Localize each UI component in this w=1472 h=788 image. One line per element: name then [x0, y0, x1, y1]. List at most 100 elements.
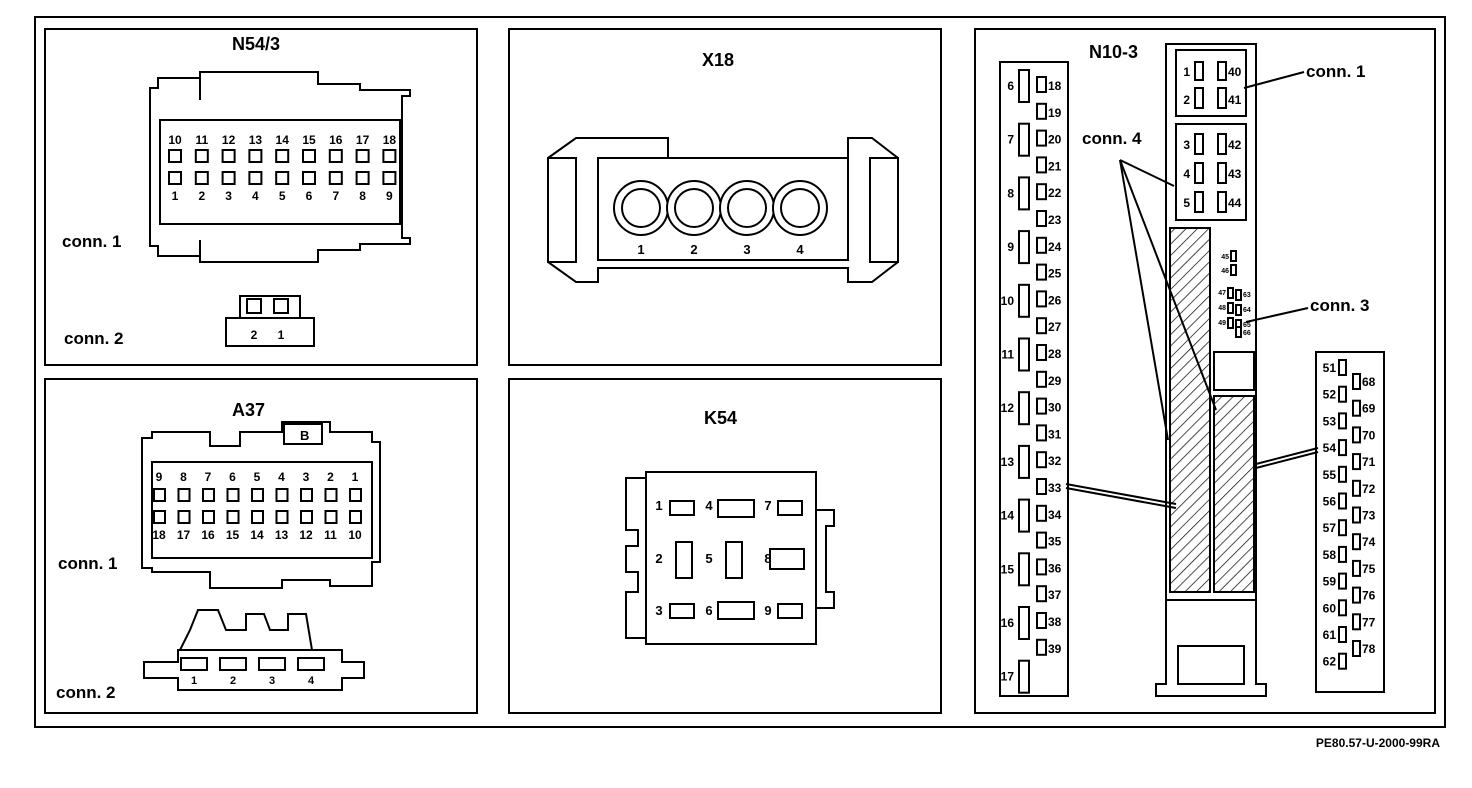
pin-cavity — [275, 149, 290, 163]
pin-label: 14 — [1001, 509, 1015, 523]
pin-cavity — [1036, 531, 1047, 549]
pin-cavity — [1036, 451, 1047, 469]
n10-3-conn4-label: conn. 4 — [1082, 129, 1142, 148]
pin-label: 42 — [1228, 138, 1242, 152]
pin-cavity — [1352, 613, 1361, 631]
pin-label: 11 — [324, 528, 337, 542]
pin-label: 35 — [1048, 535, 1062, 549]
pin-label: 4 — [278, 470, 285, 484]
pin-cavity — [251, 510, 264, 524]
pin-label: 1 — [191, 675, 197, 687]
pin-label: 53 — [1323, 414, 1337, 428]
pin-cavity — [1018, 69, 1030, 103]
pin-label: 72 — [1362, 482, 1376, 496]
pin-cavity — [1235, 326, 1242, 338]
pin-label: 9 — [1007, 240, 1014, 254]
pin-label: 30 — [1048, 401, 1062, 415]
n54-3-conn2-label: conn. 2 — [64, 329, 124, 348]
pin-cavity — [355, 149, 370, 163]
pin-label: 18 — [383, 133, 397, 147]
pin-cavity — [1338, 492, 1347, 510]
pin-cavity — [221, 149, 236, 163]
pin-cavity — [202, 510, 215, 524]
pin-label: 20 — [1048, 133, 1062, 147]
pin-label: 2 — [251, 328, 258, 342]
pin-cavity — [1217, 87, 1227, 109]
pin-cavity — [168, 171, 182, 185]
pin-cavity — [777, 500, 803, 516]
pin-label: 10 — [168, 133, 182, 147]
pin-cavity — [717, 601, 755, 620]
pin-label: 68 — [1362, 375, 1376, 389]
pin-label: 5 — [705, 551, 712, 566]
pin-label: 15 — [302, 133, 316, 147]
pin-cavity — [324, 488, 338, 502]
panel-k54 — [508, 378, 942, 714]
pin-cavity — [1036, 129, 1047, 147]
a37-title: A37 — [232, 400, 266, 420]
pin-label: 2 — [327, 470, 334, 484]
n54-3-title: N54/3 — [232, 34, 281, 54]
pin-label: 6 — [306, 189, 313, 203]
pin-cavity — [382, 149, 397, 163]
pin-label: 62 — [1323, 655, 1337, 669]
pin-label: 40 — [1228, 65, 1242, 79]
pin-label: 76 — [1362, 589, 1376, 603]
pin-label: 7 — [764, 498, 771, 513]
pin-cavity — [153, 510, 166, 524]
pin-socket-inner — [621, 188, 661, 228]
pin-cavity — [1036, 504, 1047, 522]
pin-cavity — [324, 510, 338, 524]
pin-cavity — [1036, 478, 1047, 495]
pin-cavity — [1217, 191, 1227, 213]
pin-cavity — [1036, 317, 1047, 335]
pin-label: 7 — [1007, 133, 1014, 147]
pin-cavity — [226, 488, 240, 502]
pin-cavity — [1338, 465, 1347, 483]
pin-label: 4 — [705, 498, 713, 513]
pin-cavity — [302, 149, 316, 163]
pin-cavity — [1194, 162, 1204, 184]
panel-x18 — [508, 28, 942, 366]
pin-label: 61 — [1323, 628, 1337, 642]
pin-socket-inner — [780, 188, 820, 228]
pin-label: 36 — [1048, 561, 1062, 575]
pin-cavity — [1036, 638, 1047, 656]
pin-label: 6 — [229, 470, 236, 484]
pin-cavity — [1018, 444, 1030, 479]
pin-cavity — [777, 603, 803, 619]
x18-title: X18 — [702, 50, 735, 70]
pin-label: 70 — [1362, 428, 1376, 442]
pin-label: 12 — [1001, 401, 1015, 415]
pin-label: 13 — [249, 133, 263, 147]
pin-cavity — [1338, 545, 1347, 563]
pin-cavity — [1338, 572, 1347, 590]
pin-label: 4 — [308, 675, 315, 687]
pin-cavity — [302, 171, 316, 185]
pin-label: 51 — [1323, 361, 1337, 375]
pin-label: 41 — [1228, 93, 1242, 107]
pin-cavity — [1018, 391, 1030, 426]
pin-label: 13 — [275, 528, 289, 542]
pin-label: 28 — [1048, 347, 1062, 361]
pin-cavity — [194, 149, 209, 163]
pin-label: 57 — [1323, 521, 1337, 535]
pin-cavity — [273, 298, 289, 314]
pin-cavity — [1227, 302, 1234, 314]
pin-cavity — [1338, 359, 1347, 376]
pin-cavity — [1338, 652, 1347, 670]
pin-label: 4 — [796, 242, 804, 257]
pin-label: 14 — [250, 528, 264, 542]
pin-cavity — [1235, 304, 1242, 316]
pin-label: 6 — [1007, 79, 1014, 93]
pin-label: 59 — [1323, 575, 1337, 589]
pin-cavity — [1338, 626, 1347, 643]
pin-cavity — [1217, 162, 1227, 184]
pin-cavity — [1352, 533, 1361, 551]
pin-cavity — [1352, 373, 1361, 390]
pin-socket-inner — [727, 188, 767, 228]
pin-cavity — [669, 500, 695, 516]
pin-cavity — [1018, 283, 1030, 318]
pin-label: 48 — [1218, 305, 1226, 312]
